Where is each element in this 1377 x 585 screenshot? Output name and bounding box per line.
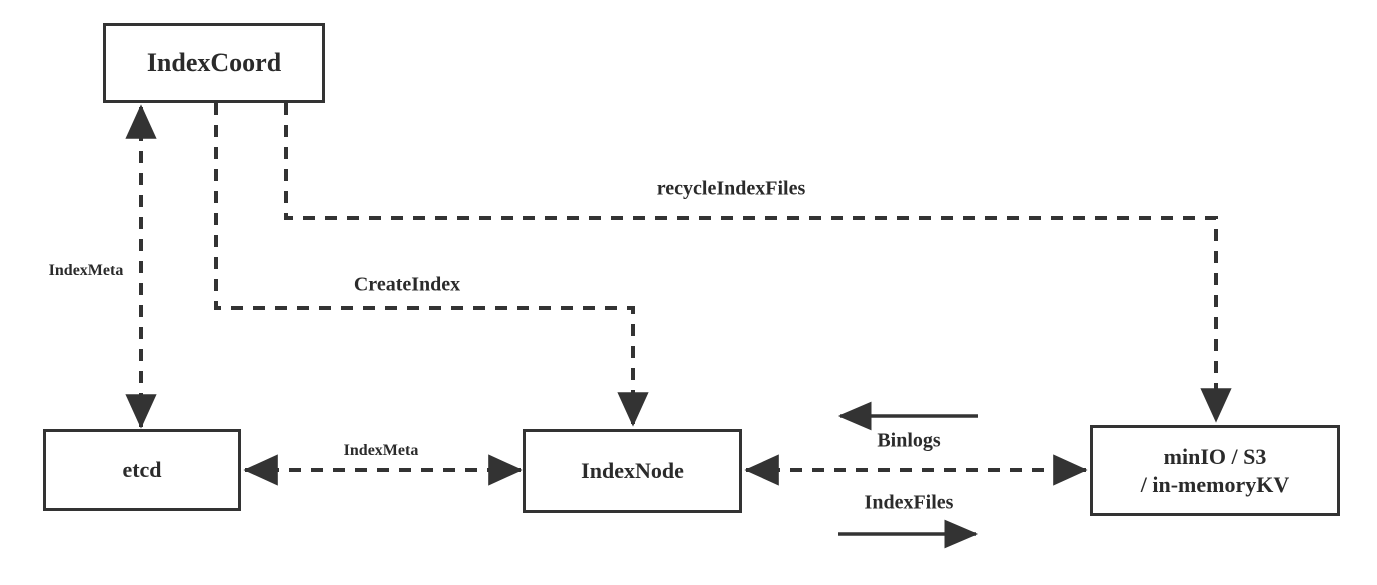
node-minio-label: minIO / S3 / in-memoryKV bbox=[1093, 443, 1337, 498]
node-index-coord[interactable]: IndexCoord bbox=[103, 23, 325, 103]
node-index-node-label: IndexNode bbox=[581, 458, 684, 484]
node-index-node[interactable]: IndexNode bbox=[523, 429, 742, 513]
node-minio[interactable]: minIO / S3 / in-memoryKV bbox=[1090, 425, 1340, 516]
edge-label-recycle-index-files: recycleIndexFiles bbox=[656, 177, 806, 200]
edge-label-index-files: IndexFiles bbox=[864, 491, 954, 514]
edge-label-binlogs: Binlogs bbox=[877, 429, 941, 452]
node-index-coord-label: IndexCoord bbox=[146, 47, 282, 77]
edge-createindex bbox=[214, 103, 649, 427]
node-minio-label-line1: minIO / S3 bbox=[1163, 444, 1267, 469]
node-etcd-label: etcd bbox=[122, 457, 162, 483]
edge-label-index-meta-horizontal: IndexMeta bbox=[343, 442, 419, 459]
node-minio-label-line2: / in-memoryKV bbox=[1140, 471, 1290, 497]
edge-recycleindexfiles bbox=[284, 103, 1232, 423]
edge-label-create-index: CreateIndex bbox=[353, 273, 461, 296]
node-etcd[interactable]: etcd bbox=[43, 429, 241, 511]
edge-label-index-meta-vertical: IndexMeta bbox=[48, 262, 124, 279]
